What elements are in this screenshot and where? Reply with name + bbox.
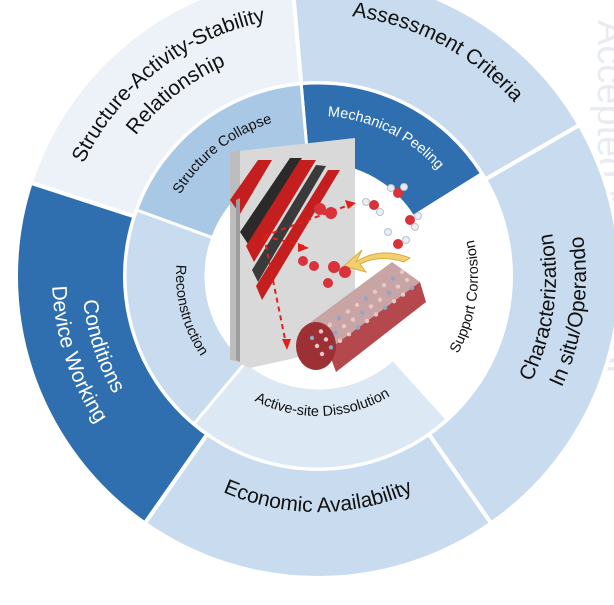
atom	[341, 324, 347, 329]
atom	[314, 343, 320, 349]
atom	[390, 276, 396, 281]
nanowire	[296, 262, 426, 372]
ring-segments	[14, 0, 614, 580]
arrow-heads	[282, 200, 356, 350]
atom	[328, 345, 334, 350]
atom	[400, 292, 406, 297]
atom	[382, 305, 388, 310]
atom	[345, 309, 351, 314]
atom	[404, 277, 410, 283]
atom	[372, 289, 378, 294]
atom	[350, 317, 356, 322]
atom	[318, 329, 324, 334]
atom	[373, 312, 379, 317]
atom	[323, 337, 329, 342]
atom	[363, 296, 369, 301]
atom	[386, 291, 392, 296]
atom	[332, 330, 338, 335]
dashed-arrows	[263, 203, 353, 345]
atom	[409, 285, 415, 291]
curved-arrow	[342, 249, 412, 273]
atom	[327, 322, 333, 327]
atom	[309, 335, 315, 341]
atom	[391, 299, 397, 304]
electrode-block	[230, 138, 355, 368]
atom	[354, 302, 360, 308]
atom	[377, 297, 383, 302]
atom	[368, 304, 374, 309]
atom	[336, 316, 342, 321]
atom	[395, 284, 401, 289]
center-illustration	[206, 138, 430, 388]
atom	[355, 325, 361, 330]
molecules	[298, 183, 422, 288]
nanowire-atoms	[309, 269, 415, 357]
atom	[399, 269, 405, 275]
atom	[359, 310, 365, 316]
atom	[381, 283, 387, 288]
atom	[319, 351, 325, 357]
atom	[364, 318, 370, 324]
atom	[346, 332, 352, 337]
atom	[337, 338, 343, 343]
